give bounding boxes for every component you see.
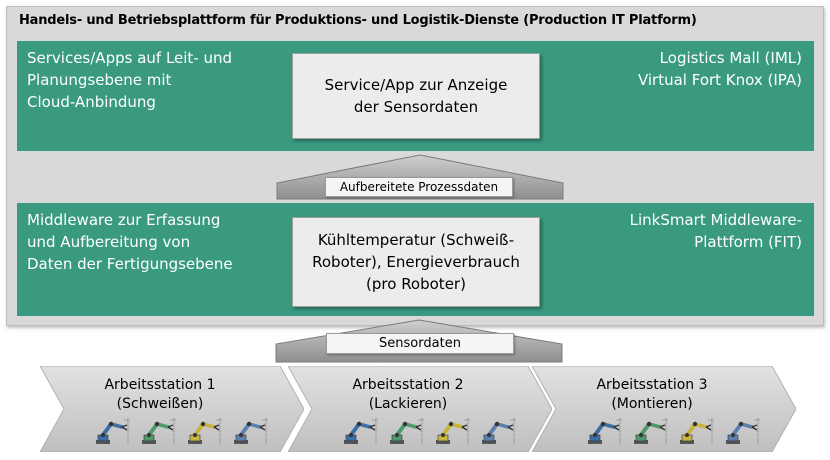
services-apps-layer: Services/Apps auf Leit- und Planungseben… [17, 41, 814, 151]
platform-title: Handels- und Betriebsplattform für Produ… [19, 13, 697, 28]
middleware-line: Middleware zur Erfassung [27, 211, 221, 229]
services-apps-line: Cloud-Anbindung [27, 93, 156, 111]
industrial-robot-arm-icon [586, 416, 624, 446]
middleware-layer: Middleware zur Erfassung und Aufbereitun… [17, 203, 814, 316]
sensor-display-app-line: der Sensordaten [353, 98, 479, 116]
provider-line: Plattform (FIT) [694, 233, 802, 251]
sensor-values-line: Kühltemperatur (Schweiß- [317, 231, 515, 249]
processed-data-label: Aufbereitete Prozessdaten [325, 177, 513, 197]
industrial-robot-arm-icon [632, 416, 670, 446]
sensor-data-label: Sensordaten [326, 333, 514, 354]
middleware-line: Daten der Fertigungsebene [27, 255, 233, 273]
services-apps-description: Services/Apps auf Leit- und Planungseben… [27, 47, 292, 113]
sensor-display-app-line: Service/App zur Anzeige [324, 76, 508, 94]
sensor-values-line: Roboter), Energieverbrauch [312, 253, 520, 271]
workstation-3: Arbeitsstation 3 (Montieren) [532, 366, 796, 452]
workstation-name: Arbeitsstation 2 [352, 377, 464, 393]
industrial-robot-arm-icon [678, 416, 716, 446]
middleware-description: Middleware zur Erfassung und Aufbereitun… [27, 209, 292, 275]
industrial-robot-arm-icon [388, 416, 426, 446]
workstation-name: Arbeitsstation 3 [596, 377, 708, 393]
services-apps-line: Services/Apps auf Leit- und [27, 49, 233, 67]
sensor-values-line: (pro Roboter) [366, 275, 466, 293]
workstation-task: (Schweißen) [116, 396, 204, 412]
industrial-robot-arm-icon [186, 416, 224, 446]
industrial-robot-arm-icon [342, 416, 380, 446]
workstation-1: Arbeitsstation 1 (Schweißen) [40, 366, 304, 452]
workstation-task: (Montieren) [611, 396, 693, 412]
industrial-robot-arm-icon [232, 416, 270, 446]
workstation-2: Arbeitsstation 2 (Lackieren) [288, 366, 552, 452]
provider-line: Virtual Fort Knox (IPA) [637, 71, 802, 89]
robot-group [94, 416, 284, 446]
workstation-label: Arbeitsstation 2 (Lackieren) [308, 376, 508, 414]
processed-data-arrow: Aufbereitete Prozessdaten [275, 153, 565, 201]
sensor-data-arrow: Sensordaten [274, 318, 564, 364]
sensor-display-app-box: Service/App zur Anzeige der Sensordaten [292, 53, 540, 139]
robot-group [342, 416, 532, 446]
industrial-robot-arm-icon [724, 416, 762, 446]
sensor-values-box: Kühltemperatur (Schweiß- Roboter), Energ… [292, 217, 540, 307]
robot-group [586, 416, 776, 446]
provider-line: Logistics Mall (IML) [659, 49, 802, 67]
workstation-name: Arbeitsstation 1 [104, 377, 216, 393]
linksmart-provider: LinkSmart Middleware- Plattform (FIT) [562, 209, 802, 253]
workstation-task: (Lackieren) [368, 396, 448, 412]
industrial-robot-arm-icon [480, 416, 518, 446]
services-apps-line: Planungsebene mit [27, 71, 172, 89]
industrial-robot-arm-icon [140, 416, 178, 446]
middleware-line: und Aufbereitung von [27, 233, 191, 251]
workstation-label: Arbeitsstation 3 (Montieren) [552, 376, 752, 414]
logistics-mall-providers: Logistics Mall (IML) Virtual Fort Knox (… [562, 47, 802, 91]
industrial-robot-arm-icon [434, 416, 472, 446]
production-it-platform: Handels- und Betriebsplattform für Produ… [6, 6, 824, 326]
workstation-label: Arbeitsstation 1 (Schweißen) [60, 376, 260, 414]
industrial-robot-arm-icon [94, 416, 132, 446]
provider-line: LinkSmart Middleware- [629, 211, 802, 229]
